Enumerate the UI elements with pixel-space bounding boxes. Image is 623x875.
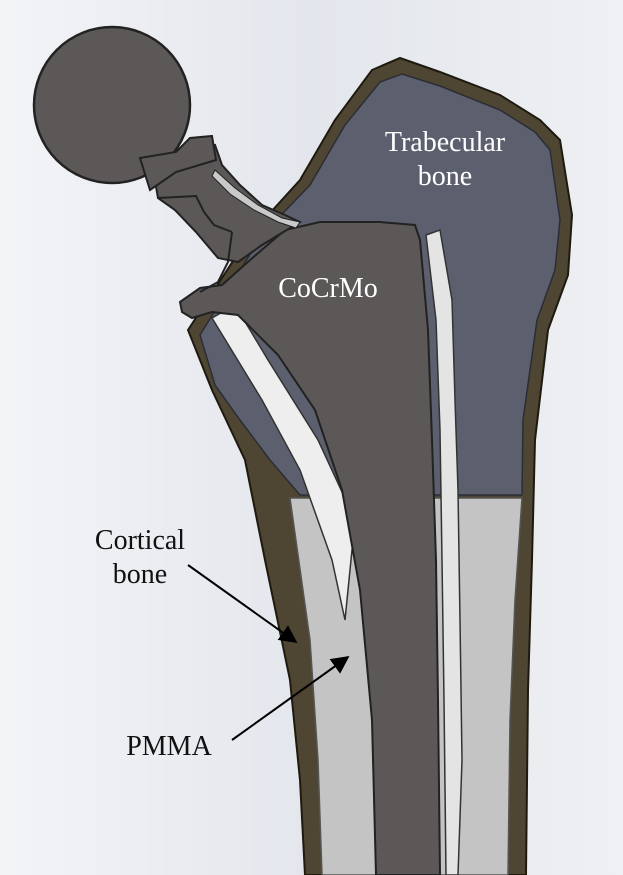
trabecular-label-line2: bone: [417, 161, 473, 192]
cortical-bone-label: Cortical bone: [70, 524, 210, 592]
cortical-label-line2: bone: [112, 559, 168, 590]
neck-lower-lip: [199, 231, 233, 293]
neck-taper-step: [157, 194, 233, 233]
cortical-bone-arrow: [187, 564, 298, 644]
cocrmo-label: CoCrMo: [268, 272, 388, 306]
implant-neck: [148, 143, 303, 264]
cocrmo-label-text: CoCrMo: [278, 273, 378, 304]
trabecular-label-line1: Trabecular: [384, 127, 506, 158]
cement-gap-right: [425, 228, 463, 875]
pmma-arrow: [231, 655, 350, 741]
pmma-label: PMMA: [104, 730, 234, 764]
implant-head: [32, 25, 192, 185]
pmma-label-text: PMMA: [126, 731, 212, 762]
cement-gap-left: [210, 303, 356, 621]
cortical-label-line1: Cortical: [94, 525, 186, 556]
trabecular-bone-label: Trabecular bone: [370, 126, 520, 194]
head-neck-junction: [138, 134, 218, 192]
neck-light-band: [211, 169, 301, 229]
